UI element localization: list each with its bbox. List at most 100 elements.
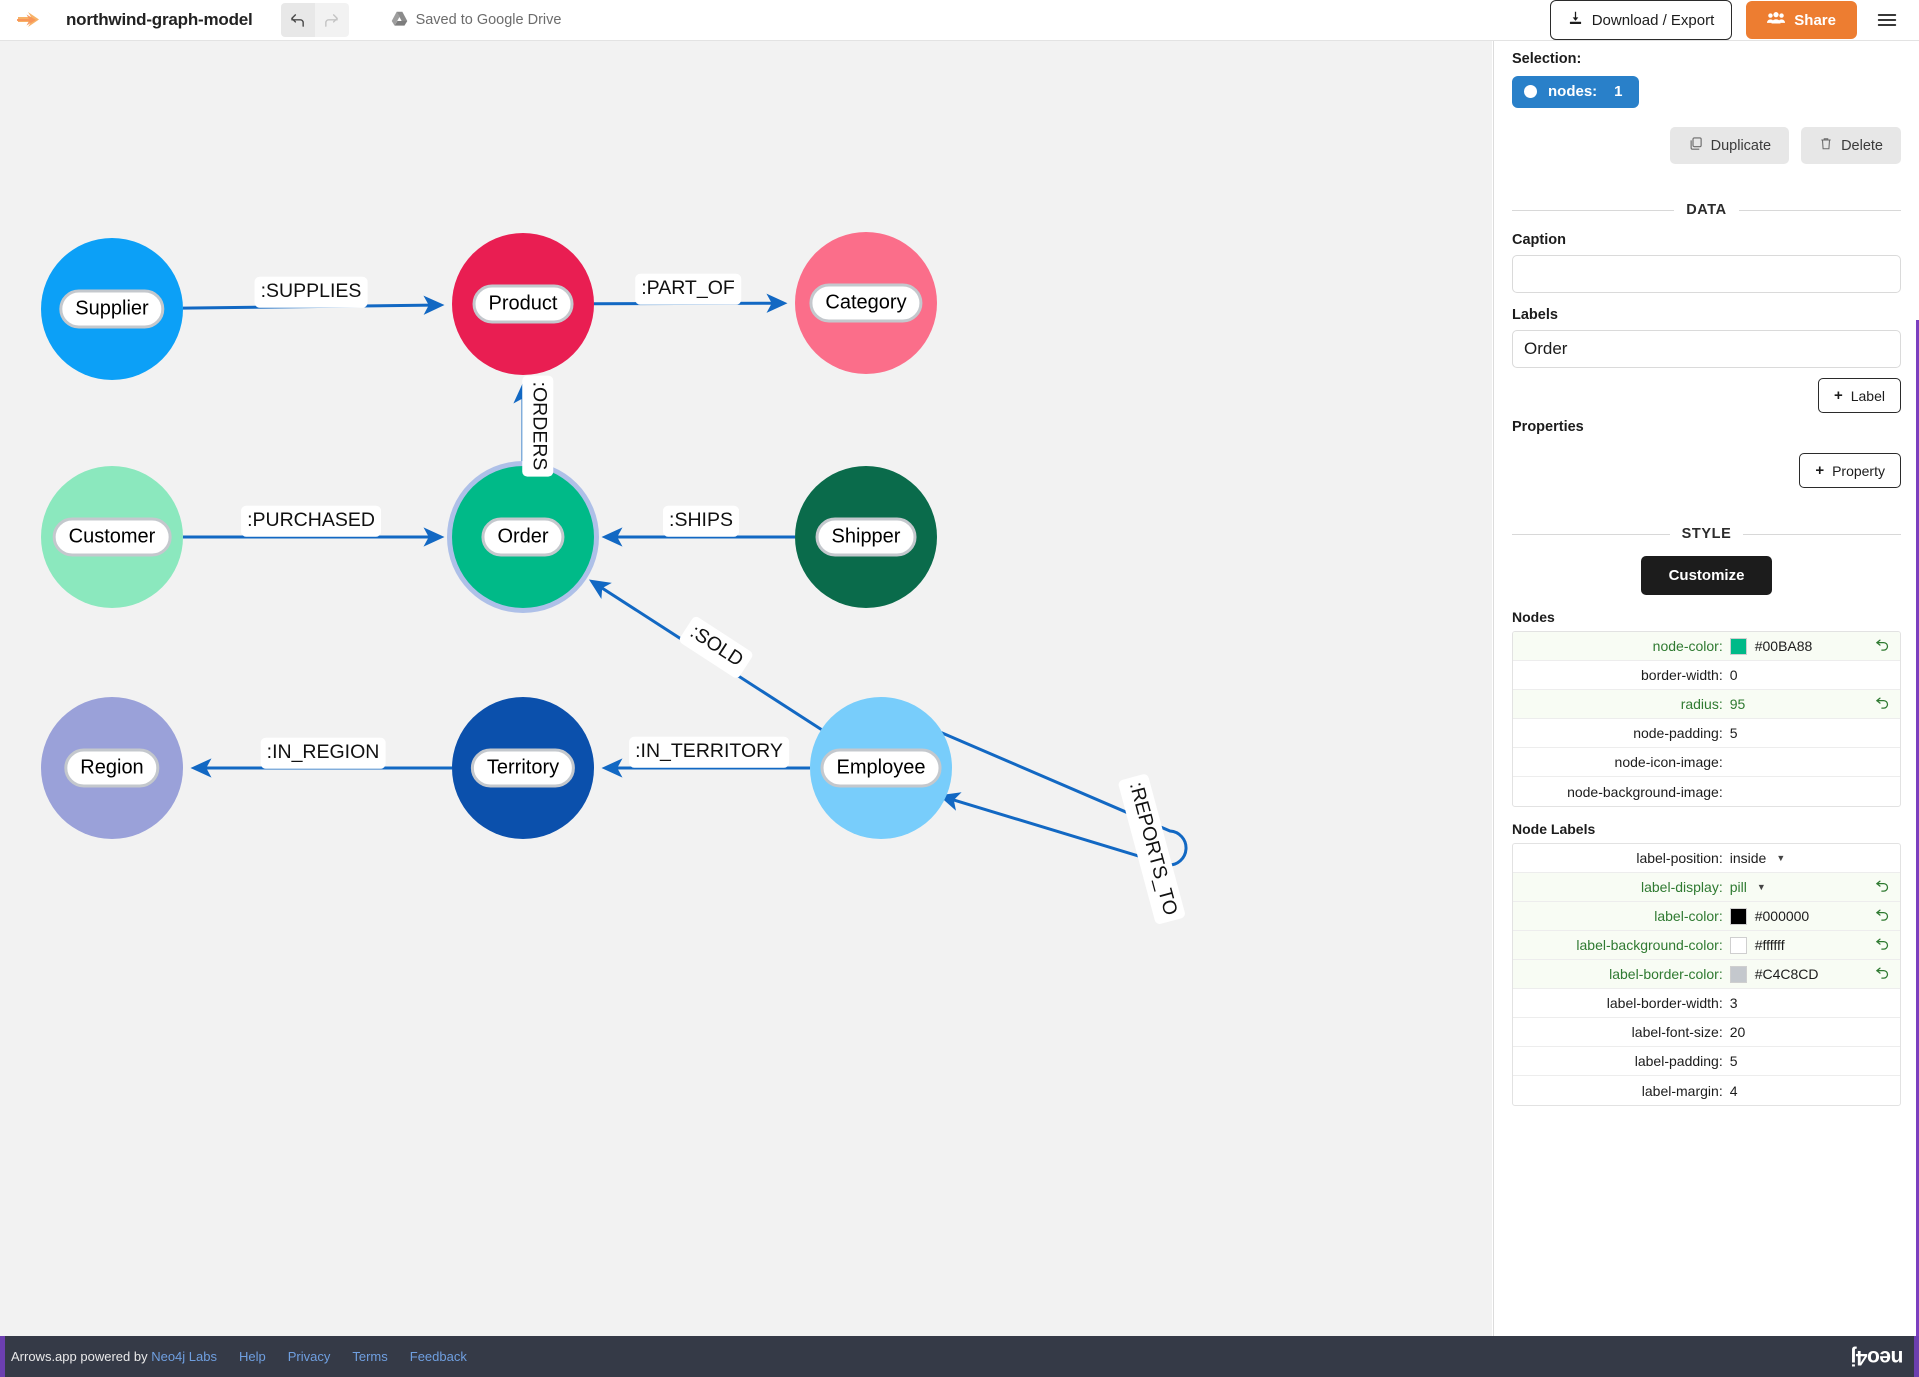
style-row[interactable]: label-padding:5 (1513, 1047, 1900, 1076)
style-row[interactable]: label-border-color: #C4C8CD (1513, 960, 1900, 989)
relationship-edge[interactable] (937, 729, 1188, 867)
relationship-label-ships[interactable]: :SHIPS (663, 505, 739, 537)
style-row-value[interactable]: 95 (1730, 696, 1900, 712)
style-row[interactable]: node-padding:5 (1513, 719, 1900, 748)
footer-credit: Arrows.app powered by Neo4j Labs (11, 1349, 217, 1364)
style-row[interactable]: label-font-size:20 (1513, 1018, 1900, 1047)
footer-link-feedback[interactable]: Feedback (409, 1349, 467, 1364)
node-label-order[interactable]: Order (481, 517, 565, 557)
selection-chip-label: nodes: (1548, 83, 1598, 100)
color-swatch[interactable] (1729, 936, 1747, 954)
delete-button[interactable]: Delete (1801, 127, 1901, 164)
style-row-value[interactable]: inside ▼ (1730, 850, 1900, 866)
color-swatch[interactable] (1729, 965, 1747, 983)
download-export-button[interactable]: Download / Export (1549, 0, 1733, 40)
node-label-supplier[interactable]: Supplier (59, 289, 165, 329)
style-value-text: #00BA88 (1754, 638, 1813, 654)
undo-icon[interactable] (280, 3, 315, 37)
style-row-value[interactable]: 5 (1730, 1053, 1900, 1069)
style-row[interactable]: radius:95 (1513, 690, 1900, 719)
neo4j-labs-link[interactable]: Neo4j Labs (151, 1349, 217, 1364)
style-row[interactable]: label-display: pill▼ (1513, 873, 1900, 902)
node-label-employee[interactable]: Employee (820, 748, 942, 788)
plus-icon: + (1833, 387, 1843, 404)
add-property-button[interactable]: + Property (1799, 453, 1901, 488)
style-row-value[interactable]: 3 (1730, 995, 1900, 1011)
google-drive-icon (391, 11, 408, 30)
document-title[interactable]: northwind-graph-model (66, 10, 253, 29)
style-row-value[interactable]: #ffffff (1729, 936, 1900, 954)
properties-label: Properties (1512, 419, 1584, 435)
redo-icon[interactable] (314, 3, 349, 37)
style-row[interactable]: label-border-width: 3 (1513, 989, 1900, 1018)
top-toolbar-actions: Download / Export Share (1549, 0, 1903, 40)
style-row[interactable]: label-color: #000000 (1513, 902, 1900, 931)
style-row-value[interactable]: 5 (1730, 725, 1900, 741)
share-button[interactable]: Share (1746, 1, 1857, 39)
style-row-key: node-color: (1652, 638, 1723, 654)
add-label-button[interactable]: + Label (1817, 378, 1901, 413)
selection-nodes-chip[interactable]: nodes: 1 (1512, 76, 1639, 108)
relationship-label-in_territory[interactable]: :IN_TERRITORY (629, 736, 789, 768)
style-row-key: label-display: (1641, 879, 1723, 895)
reset-icon[interactable] (1875, 878, 1890, 897)
style-row[interactable]: label-position:inside▼ (1513, 844, 1900, 873)
style-row-key: label-border-color: (1609, 966, 1723, 982)
style-row-value[interactable]: 20 (1730, 1024, 1900, 1040)
reset-icon[interactable] (1875, 907, 1890, 926)
reset-icon[interactable] (1875, 936, 1890, 955)
style-row-value[interactable]: #000000 (1729, 907, 1900, 925)
node-label-product[interactable]: Product (472, 284, 574, 324)
chevron-down-icon[interactable]: ▼ (1756, 882, 1766, 892)
hamburger-menu-icon[interactable] (1871, 4, 1903, 36)
customize-button[interactable]: Customize (1640, 556, 1773, 595)
footer-link-terms[interactable]: Terms (352, 1349, 388, 1364)
people-icon (1767, 11, 1786, 29)
style-row[interactable]: node-color: #00BA88 (1513, 632, 1900, 661)
node-label-region[interactable]: Region (64, 748, 160, 788)
node-label-customer[interactable]: Customer (52, 517, 172, 557)
style-row-value[interactable]: 0 (1730, 667, 1900, 683)
style-row-key: label-border-width: (1606, 995, 1723, 1011)
color-swatch[interactable] (1729, 637, 1747, 655)
color-swatch[interactable] (1729, 907, 1747, 925)
duplicate-button[interactable]: Duplicate (1669, 127, 1790, 164)
labels-label: Labels (1512, 307, 1558, 323)
relationship-label-in_region[interactable]: :IN_REGION (260, 737, 386, 769)
labels-input[interactable] (1512, 330, 1901, 368)
footer-right-accent (1914, 1336, 1919, 1377)
share-label: Share (1794, 11, 1836, 29)
style-row[interactable]: border-width:0 (1513, 661, 1900, 690)
style-row[interactable]: node-background-image: (1513, 777, 1900, 806)
arrows-logo-icon[interactable] (14, 5, 44, 35)
node-labels-group-label: Node Labels (1512, 821, 1596, 837)
caption-input[interactable] (1512, 255, 1901, 293)
reset-icon[interactable] (1875, 965, 1890, 984)
footer-link-help[interactable]: Help (238, 1349, 266, 1364)
data-section-title: DATA (1512, 202, 1901, 218)
node-label-territory[interactable]: Territory (470, 748, 576, 788)
relationship-label-supplies[interactable]: :SUPPLIES (254, 276, 368, 308)
node-label-category[interactable]: Category (809, 283, 923, 323)
neo4j-logo: neo4j (1850, 1345, 1903, 1369)
footer-credit-text: Arrows.app powered by (11, 1349, 148, 1364)
style-row-value[interactable]: 4 (1730, 1083, 1900, 1099)
reset-icon[interactable] (1875, 637, 1890, 656)
relationship-label-purchased[interactable]: :PURCHASED (241, 505, 381, 537)
reset-icon[interactable] (1875, 695, 1890, 714)
style-row-value[interactable]: #C4C8CD (1729, 965, 1900, 983)
style-row[interactable]: label-background-color:#ffffff (1513, 931, 1900, 960)
style-row[interactable]: label-margin:4 (1513, 1076, 1900, 1105)
nodes-group-label: Nodes (1512, 609, 1555, 625)
style-row[interactable]: node-icon-image: (1513, 748, 1900, 777)
relationship-label-part_of[interactable]: :PART_OF (635, 273, 741, 305)
footer-link-privacy[interactable]: Privacy (287, 1349, 331, 1364)
style-value-text: inside (1729, 850, 1767, 866)
node-label-shipper[interactable]: Shipper (815, 517, 917, 557)
chevron-down-icon[interactable]: ▼ (1776, 853, 1786, 863)
style-row-key: label-color: (1654, 908, 1723, 924)
style-row-value[interactable]: #00BA88 (1729, 637, 1900, 655)
relationship-label-orders[interactable]: :ORDERS (522, 375, 554, 477)
style-row-value[interactable]: pill▼ (1730, 879, 1900, 895)
